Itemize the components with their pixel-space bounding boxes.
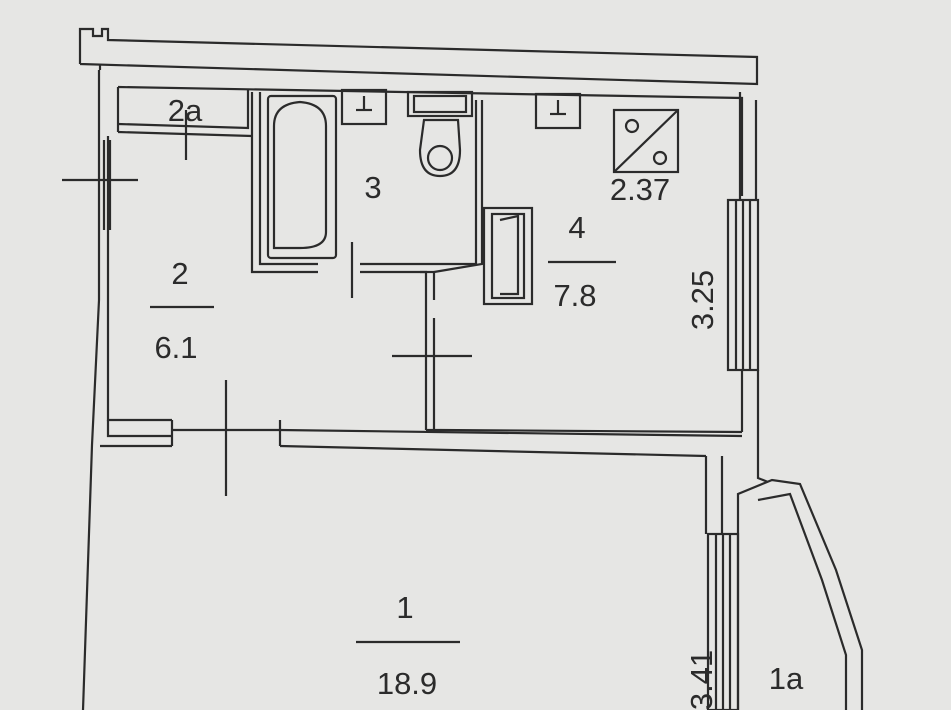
door-marks: [62, 110, 472, 496]
toilet: [406, 90, 474, 178]
room-1a-label: 1a: [769, 661, 804, 696]
stove-size-label: 2.37: [610, 172, 670, 207]
top-slab: [78, 27, 759, 86]
room-1-number: 1: [396, 590, 413, 625]
room-2-number: 2: [171, 256, 188, 291]
partition-wall: [100, 420, 743, 458]
room-width-label: 3.41: [684, 650, 719, 710]
room-3-label: 3: [364, 170, 381, 205]
room-2a-label: 2a: [168, 93, 203, 128]
room-4-number: 4: [568, 210, 585, 245]
bathroom-sink: [340, 88, 388, 126]
kitchen-window: [726, 198, 760, 372]
hallway-walls: [106, 92, 484, 432]
room-4-area: 7.8: [553, 278, 596, 313]
room-2-area: 6.1: [154, 330, 197, 365]
kitchen-width-label: 3.25: [685, 270, 720, 330]
bathtub: [266, 94, 338, 260]
room-1-area: 18.9: [377, 666, 437, 701]
stove-icon: [612, 108, 680, 174]
left-wall-opening: [102, 140, 112, 230]
exterior-walls: [81, 70, 769, 710]
kitchen-counter: [482, 206, 534, 306]
kitchen-sink: [534, 92, 582, 130]
loggia-outline: [736, 478, 864, 710]
